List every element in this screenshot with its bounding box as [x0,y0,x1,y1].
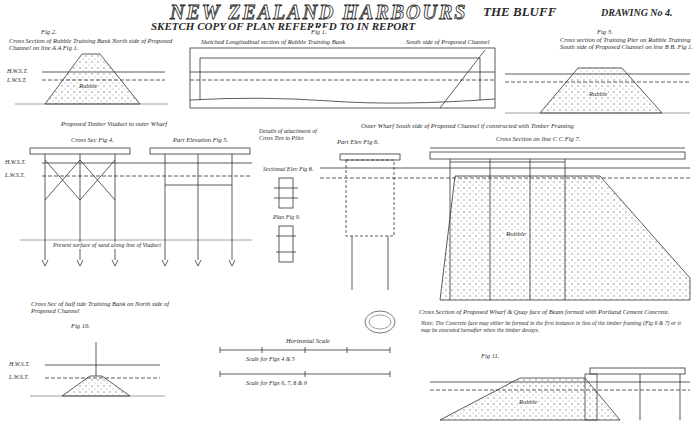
water-level: L.W.S.T. [6,77,28,84]
material-label: Rubble [518,398,538,405]
water-level: H.W.S.T. [6,68,29,75]
figure-number: Fig 3. [596,28,614,35]
figure-caption: Details of attachment of Cross Ties to P… [258,128,330,142]
figure-number: Fig 11. [480,352,500,359]
figure-number: Sectional Elev Fig 8. [262,166,314,173]
figure-number: Fig 10. [70,322,91,329]
figure-number: Cross Section on line C C Fig 7. [495,135,581,142]
water-level: L.W.S.T. [8,374,30,381]
ground-note: Present surface of sand along line of Vi… [52,242,162,249]
drawing-note: Note: The Concrete face may either be fo… [420,320,692,333]
figure-number: Plan Fig 9. [272,214,301,221]
figure-caption: South side of Proposed Channel [405,38,491,45]
figure-caption: Proposed Timber Viaduct to outer Wharf [60,120,168,127]
figure-caption: Cross Section of Proposed Wharf & Quay f… [418,308,670,315]
water-level: H.W.S.T. [8,361,31,368]
scale-label: Scale for Figs 4 & 5 [245,356,296,363]
subtitle: SKETCH COPY OF PLAN REFERRED TO IN REPOR… [150,20,416,33]
figure-number: Fig 1. [310,28,328,35]
figure-caption: Cross section of Training Pier on Rubble… [559,36,696,51]
figure-number: Part Elevation Fig 5. [172,136,229,143]
water-level: H.W.S.T. [4,159,27,166]
sheet-name: THE BLUFF [482,5,557,20]
figure-number: Cross Sec Fig 4. [70,136,115,143]
figure-number: Part Elev Fig 6. [336,138,380,145]
figure-caption: Cross Sec of half tide Training Bank on … [30,300,172,315]
material-label: Rubble [505,230,527,238]
material-label: Rubble [588,90,608,97]
figure-caption: Sketched Longitudinal section of Rubble … [200,38,346,45]
water-level: L.W.S.T. [4,172,26,179]
scale-label: Scale for Figs 6, 7, 8 & 9 [245,380,308,387]
figure-caption: Cross Section of Rubble Training Bank No… [8,37,180,52]
drawing-number: DRAWING No 4. [600,7,674,19]
figure-caption: Outer Wharf South side of Proposed Chann… [360,122,575,129]
figure-number: Fig 2. [40,28,58,35]
material-label: Rubble [78,82,98,89]
scale-label: Horizontal Scale [285,337,331,344]
